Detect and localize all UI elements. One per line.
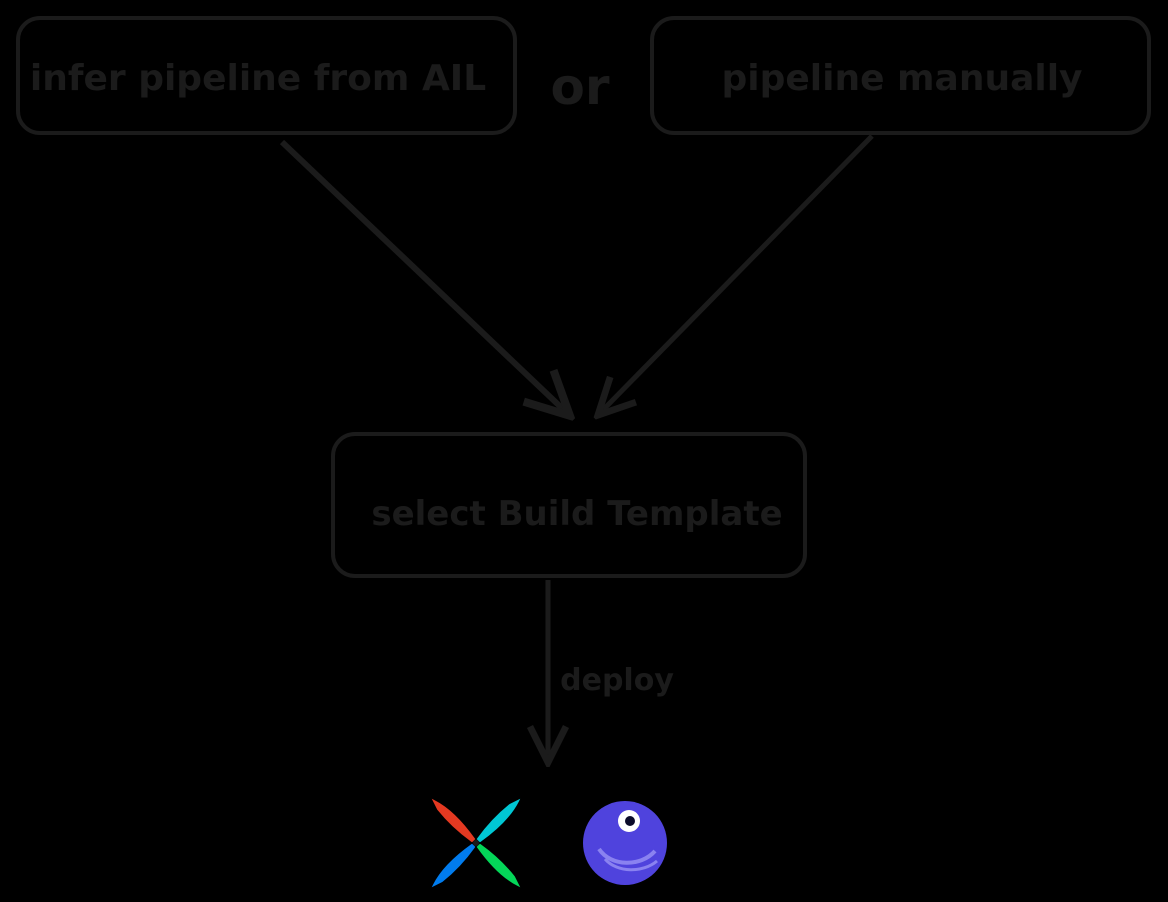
infer-pipeline-label: infer pipeline from AIL [30,58,486,99]
arrow-infer-to-select [279,139,566,412]
select-build-template-label: select Build Template [371,494,782,534]
airflow-pinwheel-icon [431,798,521,888]
select-build-template-box[interactable]: select Build Template [331,432,807,578]
pipeline-manually-box[interactable]: pipeline manually [650,16,1151,135]
deploy-label: deploy [560,663,674,698]
dagster-octopus-icon [583,801,667,885]
pipeline-manually-label: pipeline manually [721,58,1082,99]
infer-pipeline-box[interactable]: infer pipeline from AIL [16,16,517,135]
or-label: or [550,58,609,116]
arrow-manual-to-select [601,134,874,412]
